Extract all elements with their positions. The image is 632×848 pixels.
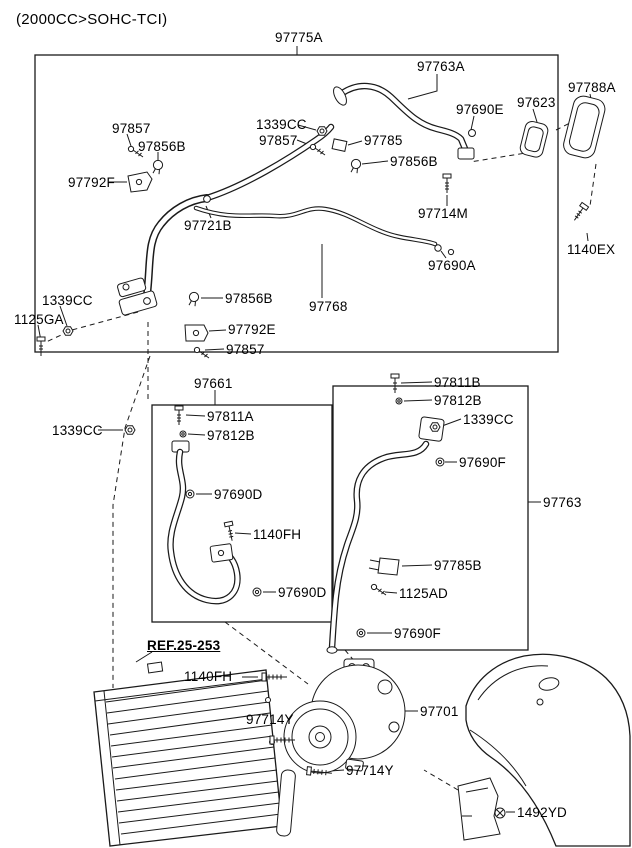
compressor-97701: [261, 658, 406, 778]
part-label-97714M[interactable]: 97714M: [418, 206, 468, 221]
part-label-1125GA[interactable]: 1125GA: [14, 312, 64, 327]
liquid-tube-97763: [326, 373, 445, 654]
part-label-97661[interactable]: 97661: [194, 376, 233, 391]
part-label-97856B-3[interactable]: 97856B: [225, 291, 273, 306]
part-label-97792E[interactable]: 97792E: [228, 322, 276, 337]
part-label-97690A[interactable]: 97690A: [428, 258, 476, 273]
part-label-97775A[interactable]: 97775A: [275, 30, 323, 45]
mounting-bracket-icon: [457, 777, 501, 841]
part-label-1140FH-2[interactable]: 1140FH: [184, 669, 233, 684]
part-label-97792F[interactable]: 97792F: [68, 175, 115, 190]
discharge-hose-97763A: [333, 82, 476, 160]
part-label-97763[interactable]: 97763: [543, 495, 582, 510]
part-label-97812B-1[interactable]: 97812B: [434, 393, 482, 408]
part-label-1339CC-3[interactable]: 1339CC: [463, 412, 514, 427]
expansion-valve-fittings: [117, 277, 158, 316]
dashed-connectors: [45, 119, 597, 807]
bolt-1140EX-icon: [570, 201, 590, 224]
fender-apron-panel: [457, 653, 631, 847]
part-97623: [519, 120, 549, 158]
ref-link-25-253[interactable]: REF.25-253: [147, 638, 221, 653]
bolt-97811A-icon: [174, 405, 184, 426]
part-label-97690F-2[interactable]: 97690F: [394, 626, 441, 641]
part-label-97721B[interactable]: 97721B: [184, 218, 232, 233]
clamp-97856B-icon: [350, 158, 362, 174]
washer-97812B-icon: [179, 430, 187, 438]
part-label-97856B-2[interactable]: 97856B: [390, 154, 438, 169]
bracket-97792E-icon: [184, 324, 209, 342]
part-label-1140EX[interactable]: 1140EX: [567, 242, 616, 257]
part-label-1492YD[interactable]: 1492YD: [517, 805, 567, 820]
part-label-97768[interactable]: 97768: [309, 299, 348, 314]
receiver-drier-icon: [276, 769, 296, 837]
part-label-97811A[interactable]: 97811A: [207, 409, 254, 424]
washer-97812B-icon: [395, 397, 403, 405]
part-label-97788A[interactable]: 97788A: [568, 80, 616, 95]
part-label-97623[interactable]: 97623: [517, 95, 556, 110]
bracket-97785-icon: [331, 138, 348, 152]
condenser: [93, 661, 296, 847]
engine-variant-title: (2000CC>SOHC-TCI): [16, 11, 168, 28]
part-label-97690D-2[interactable]: 97690D: [278, 585, 327, 600]
bolt-97857-icon: [193, 346, 210, 359]
bolt-1125AD-icon: [370, 583, 387, 596]
part-label-97785B[interactable]: 97785B: [434, 558, 482, 573]
part-label-97812B-2[interactable]: 97812B: [207, 428, 255, 443]
part-label-97857-1[interactable]: 97857: [112, 121, 151, 136]
clamp-97856B-icon: [188, 291, 200, 307]
oring-97690D-icon: [252, 587, 262, 597]
oring-97690F-icon: [435, 457, 445, 467]
top-left-clamp-parts: [127, 145, 164, 193]
part-label-97690D-1[interactable]: 97690D: [214, 487, 263, 502]
part-label-1125AD[interactable]: 1125AD: [399, 586, 448, 601]
nut-1339CC-icon: [124, 425, 136, 435]
part-label-1339CC-4[interactable]: 1339CC: [52, 423, 103, 438]
bolt-1125GA-icon: [36, 336, 46, 357]
part-label-97690F-1[interactable]: 97690F: [459, 455, 506, 470]
part-label-97785[interactable]: 97785: [364, 133, 403, 148]
part-label-97701[interactable]: 97701: [420, 704, 459, 719]
part-label-97714Y-2[interactable]: 97714Y: [346, 763, 394, 778]
oring-97690F-icon: [356, 628, 366, 638]
part-97788A-cover: [563, 95, 606, 159]
part-label-97856B-1[interactable]: 97856B: [138, 139, 186, 154]
bracket-97792F-icon: [127, 171, 153, 193]
part-label-97811B[interactable]: 97811B: [434, 375, 481, 390]
part-label-1140FH-1[interactable]: 1140FH: [253, 527, 302, 542]
bolt-97857-icon: [309, 143, 326, 156]
clamp-97856B-icon: [152, 159, 164, 175]
part-label-97857-2[interactable]: 97857: [259, 133, 298, 148]
mid-hose-connector-parts: [309, 126, 452, 194]
valve-area-small-parts: [36, 291, 210, 359]
bolt-1140FH-icon: [223, 520, 237, 543]
bracket-97785B-icon: [377, 557, 400, 576]
part-label-97690E[interactable]: 97690E: [456, 102, 504, 117]
part-label-97763A[interactable]: 97763A: [417, 59, 465, 74]
suction-hose-97661: [167, 405, 262, 605]
suction-hose-and-pipe-97768: [143, 123, 455, 299]
oring-97690D-icon: [185, 489, 195, 499]
bolt-97811B-icon: [390, 373, 400, 394]
nut-1339CC-icon: [62, 326, 74, 336]
part-label-97714Y-1[interactable]: 97714Y: [246, 712, 294, 727]
part-label-1339CC-1[interactable]: 1339CC: [256, 117, 307, 132]
bolt-97714M-icon: [442, 173, 452, 194]
bolt-1140FH-icon: [261, 672, 288, 682]
part-label-1339CC-2[interactable]: 1339CC: [42, 293, 93, 308]
nut-1339CC-icon: [316, 126, 328, 136]
part-label-97857-3[interactable]: 97857: [226, 342, 265, 357]
nut-1339CC-icon: [429, 422, 441, 432]
